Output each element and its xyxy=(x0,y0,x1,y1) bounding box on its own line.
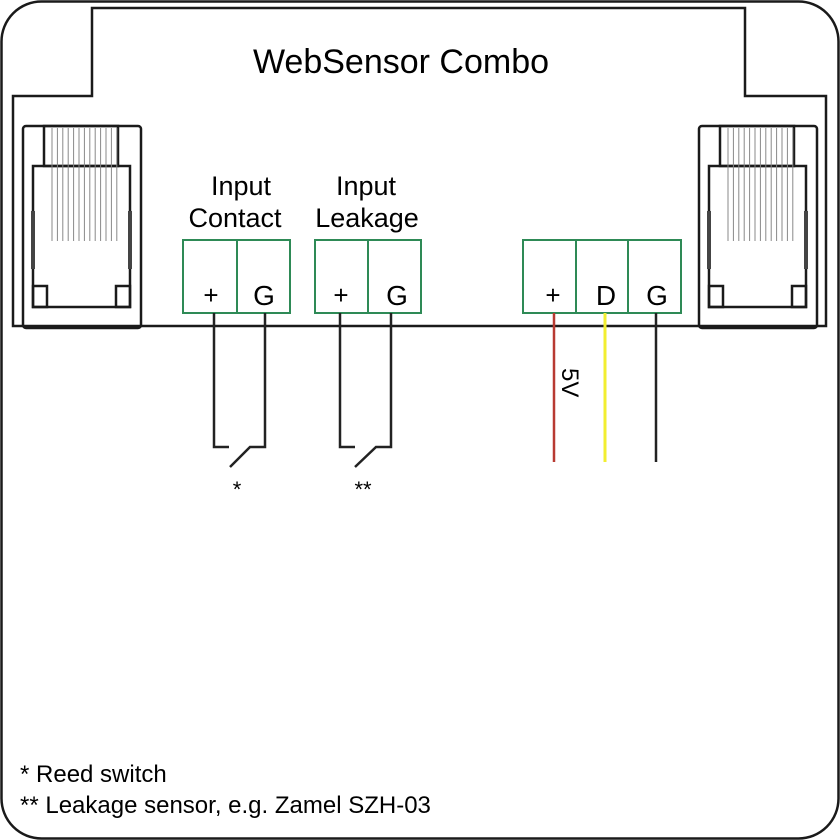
rj-side-tab xyxy=(707,211,711,269)
leakage-sensor-mark: ** xyxy=(354,477,372,502)
terminal-sensor-ground xyxy=(627,239,682,314)
rj-port-left xyxy=(21,124,143,330)
device-title: WebSensor Combo xyxy=(253,43,549,81)
input-contact-label-2: Contact xyxy=(188,203,282,233)
terminal-sensor-data-label: D xyxy=(596,280,616,311)
terminal-leakage-plus-label: + xyxy=(333,280,348,310)
input-contact-block: Input Contact + G * xyxy=(182,171,291,502)
rj-foot xyxy=(31,284,49,309)
rj-side-tab xyxy=(128,211,132,269)
rj-side-tab xyxy=(804,211,808,269)
input-leakage-label-1: Input xyxy=(336,171,397,201)
footnote-reed-switch: * Reed switch xyxy=(20,761,167,788)
terminal-contact-ground-label: G xyxy=(253,280,275,311)
voltage-label: 5V xyxy=(556,368,583,397)
device-body xyxy=(11,6,828,328)
sensor-connector-block: + D G 5V xyxy=(522,239,682,462)
reed-switch-wire xyxy=(212,313,267,468)
leakage-sensor-wire xyxy=(338,313,393,468)
terminal-sensor-ground-label: G xyxy=(646,280,668,311)
terminal-contact-plus-label: + xyxy=(203,280,218,310)
input-contact-label-1: Input xyxy=(211,171,272,201)
rj-foot xyxy=(790,284,808,309)
input-leakage-block: Input Leakage + G ** xyxy=(314,171,422,502)
rj-foot xyxy=(707,284,725,309)
terminal-contact-ground xyxy=(236,239,291,314)
footnote-leakage-sensor: ** Leakage sensor, e.g. Zamel SZH-03 xyxy=(20,792,431,819)
rj-side-tab xyxy=(31,211,35,269)
terminal-sensor-plus-label: + xyxy=(545,280,560,310)
rj-foot xyxy=(114,284,132,309)
terminal-leakage-ground-label: G xyxy=(386,280,408,311)
rj-port-right xyxy=(697,124,819,330)
terminal-leakage-ground xyxy=(367,239,422,314)
reed-switch-mark: * xyxy=(233,477,242,502)
input-leakage-label-2: Leakage xyxy=(315,203,419,233)
